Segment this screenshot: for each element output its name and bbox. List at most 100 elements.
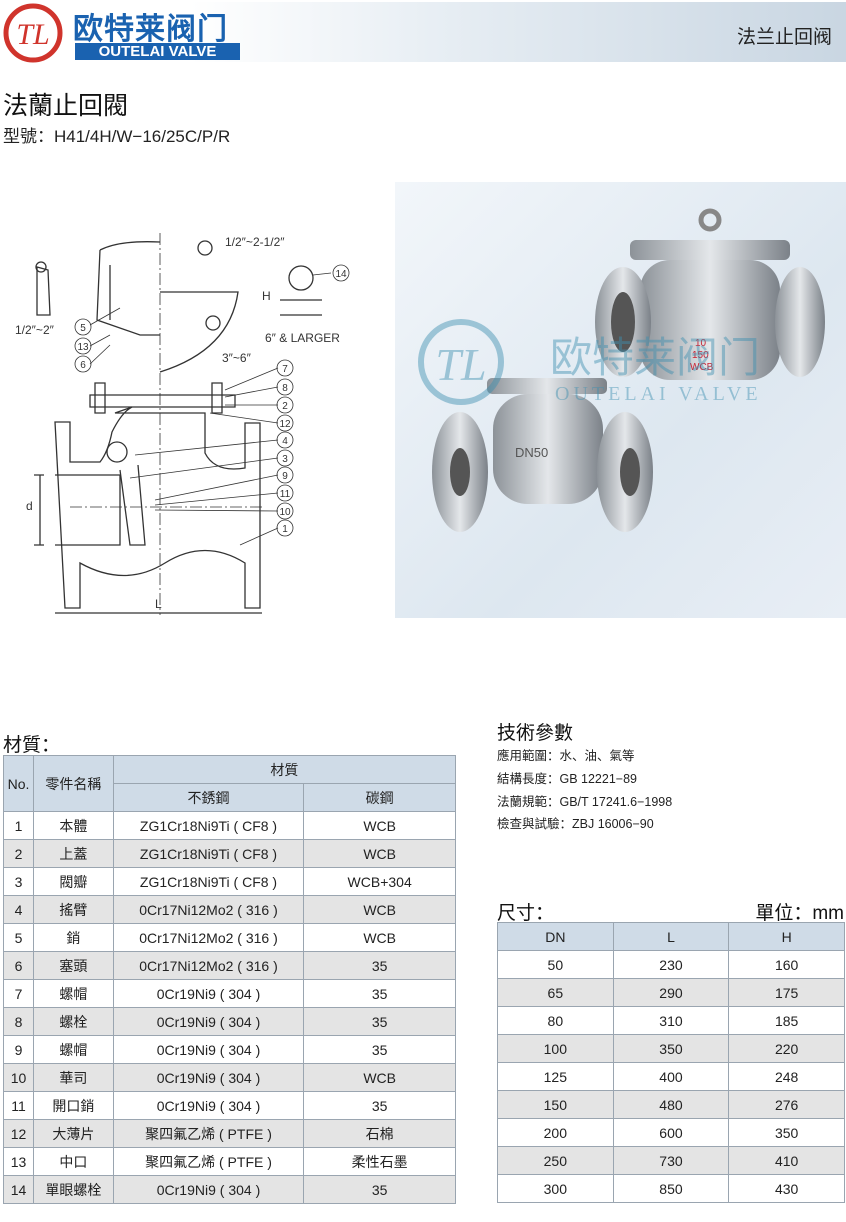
table-cell: 160 [728,950,845,979]
table-cell: 搖臂 [32,895,114,924]
table-cell: 8 [3,1007,34,1036]
table-cell: 單眼螺栓 [32,1175,114,1204]
table-cell: 螺帽 [32,1035,114,1064]
table-cell: 聚四氟乙烯 ( PTFE ) [112,1119,305,1148]
callout-2: 2 [282,401,288,412]
table-cell: 0Cr19Ni9 ( 304 ) [112,979,305,1008]
table-cell: 銷 [32,923,114,952]
materials-label: 材質： [3,735,61,756]
table-cell: WCB+304 [303,867,456,896]
table-cell: 400 [612,1062,730,1091]
table-cell: WCB [303,811,456,840]
watermark-en: OUTELAI VALVE [555,383,762,405]
table-cell: 35 [303,1007,456,1036]
category-title: 法兰止回阀 [736,27,832,48]
header-bar [190,2,846,62]
small-valve-mark: DN50 [515,445,548,460]
label-3-6: 3″~6″ [222,351,252,365]
table-cell: 290 [612,978,730,1007]
callout-13: 13 [77,342,89,353]
col-l: L [612,922,730,951]
table-cell: 0Cr17Ni12Mo2 ( 316 ) [112,895,305,924]
callout-8: 8 [282,383,288,394]
table-cell: WCB [303,1063,456,1092]
table-cell: 175 [728,978,845,1007]
table-cell: 中口 [32,1147,114,1176]
table-cell: 本體 [32,811,114,840]
callouts [74,264,350,546]
table-cell: 310 [612,1006,730,1035]
watermark: TL 欧特莱阀门 OUTELAI VALVE [418,319,762,405]
unit-label: 單位：mm [755,903,844,924]
table-cell: 2 [3,839,34,868]
table-cell: 大薄片 [32,1119,114,1148]
table-cell: 螺栓 [32,1007,114,1036]
table-cell: 0Cr17Ni12Mo2 ( 316 ) [112,951,305,980]
product-photo: DN50 10 150 WCB TL 欧特莱阀门 OUTELAI VALVE [395,182,846,618]
table-cell: 350 [728,1118,845,1147]
table-cell: 上蓋 [32,839,114,868]
table-cell: 塞頭 [32,951,114,980]
label-small-size: 1/2″~2″ [15,323,55,337]
label-mid-size: 1/2″~2-1/2″ [225,235,285,249]
table-cell: 13 [3,1147,34,1176]
table-cell: 0Cr19Ni9 ( 304 ) [112,1063,305,1092]
label-large: 6″ & LARGER [265,331,340,345]
table-cell: 聚四氟乙烯 ( PTFE ) [112,1147,305,1176]
table-cell: 480 [612,1090,730,1119]
callout-3: 3 [282,454,288,465]
col-h: H [728,922,845,951]
table-cell: 200 [497,1118,614,1147]
large-valve-mark-1: 10 [695,338,707,349]
table-cell: 850 [612,1174,730,1203]
table-cell: 閥瓣 [32,867,114,896]
col-dn: DN [497,922,614,951]
table-cell: 80 [497,1006,614,1035]
svg-text:TL: TL [435,339,486,390]
table-cell: 3 [3,867,34,896]
callout-7: 7 [282,364,288,375]
drawing-outline [34,233,322,615]
col-carbon: 碳鋼 [303,783,456,812]
table-cell: 65 [497,978,614,1007]
table-cell: 11 [3,1091,34,1120]
table-cell: ZG1Cr18Ni9Ti ( CF8 ) [112,867,305,896]
table-cell: 300 [497,1174,614,1203]
callout-4: 4 [282,436,288,447]
table-cell: 1 [3,811,34,840]
label-d: d [26,499,33,513]
col-no: No. [3,755,34,812]
table-cell: 150 [497,1090,614,1119]
table-cell: 10 [3,1063,34,1092]
col-part: 零件名稱 [32,755,114,812]
table-cell: 石棉 [303,1119,456,1148]
table-cell: 600 [612,1118,730,1147]
table-cell: 4 [3,895,34,924]
table-cell: 0Cr17Ni12Mo2 ( 316 ) [112,923,305,952]
callout-11: 11 [280,489,291,500]
table-cell: 0Cr19Ni9 ( 304 ) [112,1091,305,1120]
table-cell: 248 [728,1062,845,1091]
page-title: 法蘭止回閥 [3,92,129,120]
table-cell: 14 [3,1175,34,1204]
brand-name-cn: 欧特莱阀门 [73,13,228,46]
watermark-cn: 欧特莱阀门 [550,334,760,381]
table-cell: 35 [303,979,456,1008]
table-cell: WCB [303,923,456,952]
